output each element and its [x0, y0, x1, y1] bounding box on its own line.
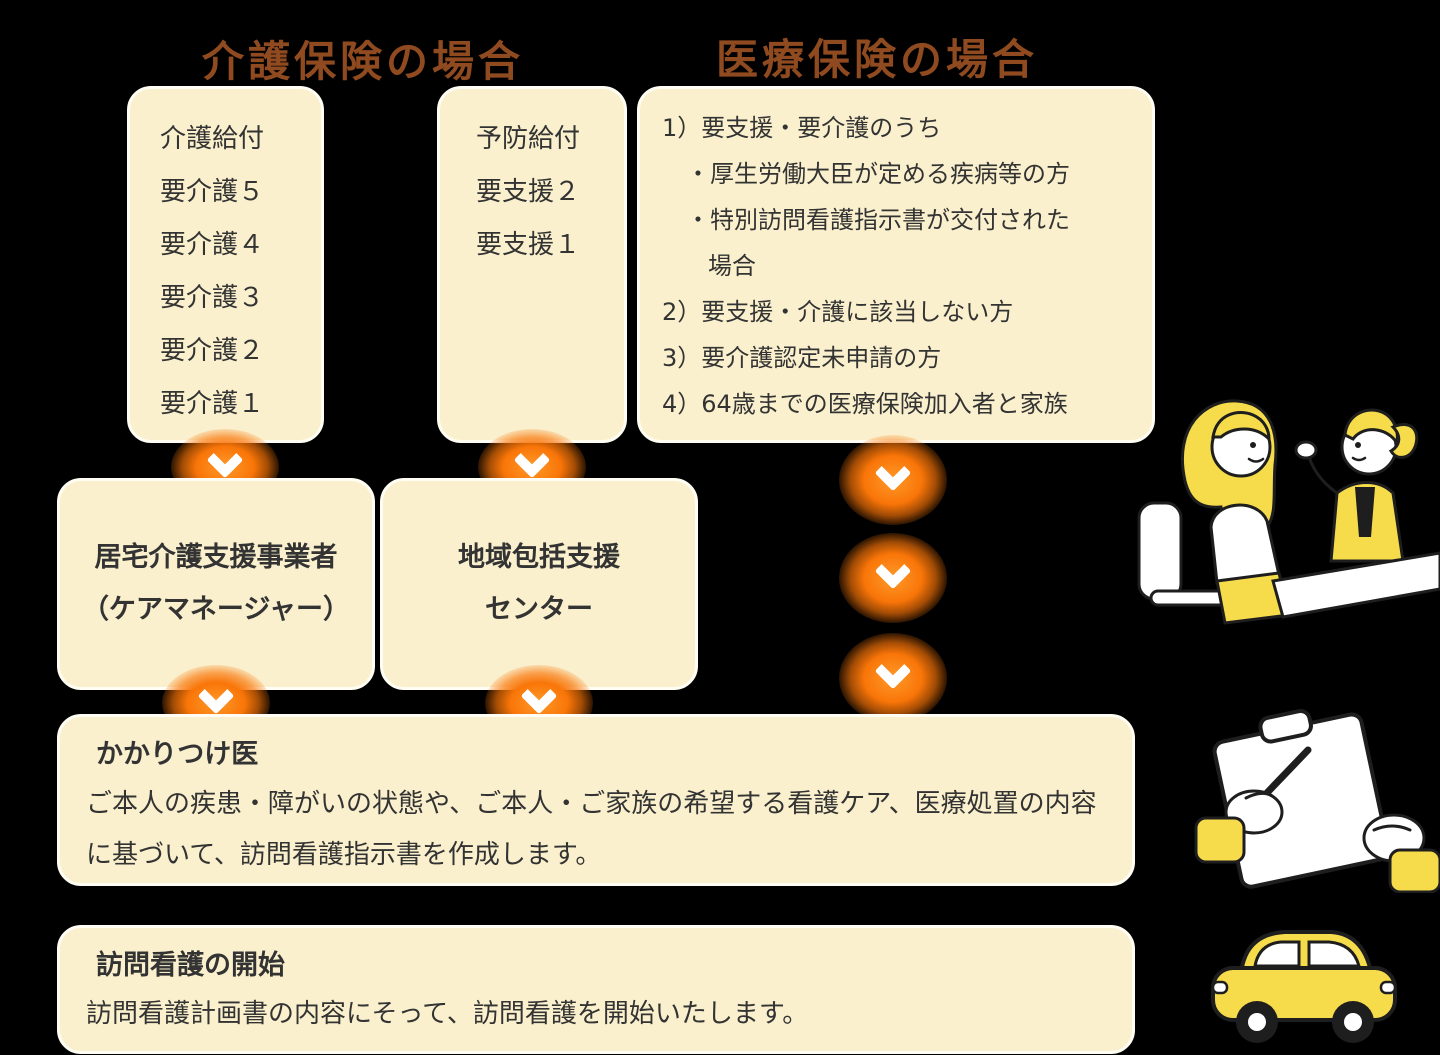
arrow-glow: [839, 633, 947, 723]
car-illustration: [1203, 912, 1405, 1055]
kaigo-benefit-box: 介護給付 要介護５ 要介護４ 要介護３ 要介護２ 要介護１: [127, 86, 324, 443]
nursing-start-title: 訪問看護の開始: [96, 950, 285, 981]
consultation-illustration: [1125, 385, 1440, 635]
arrow-down-icon: [839, 533, 947, 623]
medical-condition-line: 3）要介護認定未申請の方: [662, 344, 942, 372]
community-support-center-box: 地域包括支援 センター: [380, 478, 698, 690]
nursing-start-body: 訪問看護計画書の内容にそって、訪問看護を開始いたします。: [86, 999, 809, 1029]
prevention-benefit-line: 予防給付: [476, 124, 581, 154]
medical-condition-line: ・厚生労働大臣が定める疾病等の方: [686, 160, 1070, 188]
kaigo-benefit-line: 要介護２: [160, 336, 265, 366]
home-care-support-office-line: 居宅介護支援事業者: [94, 542, 338, 573]
family-doctor-title: かかりつけ医: [96, 739, 259, 770]
kaigo-benefit-line: 要介護５: [160, 177, 265, 207]
iryo-insurance-heading: 医療保険の場合: [716, 35, 1039, 84]
kaigo-insurance-heading: 介護保険の場合: [202, 37, 525, 86]
prevention-benefit-line: 要支援２: [476, 177, 581, 207]
kaigo-benefit-line: 要介護１: [160, 389, 265, 419]
arrow-glow: [839, 533, 947, 623]
family-doctor-body: ご本人の疾患・障がいの状態や、ご本人・ご家族の希望する看護ケア、医療処置の内容に…: [86, 789, 1097, 870]
home-care-support-office-box: 居宅介護支援事業者 （ケアマネージャー）: [57, 478, 375, 690]
kaigo-benefit-line: 要介護４: [160, 230, 265, 260]
medical-insurance-conditions-box: 1）要支援・要介護のうち ・厚生労働大臣が定める疾病等の方 ・特別訪問看護指示書…: [637, 86, 1155, 443]
family-doctor-box: かかりつけ医 ご本人の疾患・障がいの状態や、ご本人・ご家族の希望する看護ケア、医…: [57, 714, 1135, 886]
kaigo-benefit-line: 介護給付: [160, 124, 265, 154]
community-support-center-line: 地域包括支援: [458, 542, 620, 573]
home-care-support-office-line: （ケアマネージャー）: [81, 594, 351, 625]
arrow-glow: [839, 435, 947, 525]
prevention-benefit-line: 要支援１: [476, 230, 581, 260]
medical-condition-line: 場合: [708, 252, 756, 280]
kaigo-benefit-line: 要介護３: [160, 283, 265, 313]
medical-condition-line: ・特別訪問看護指示書が交付された: [686, 206, 1070, 234]
medical-condition-line: 4）64歳までの医療保険加入者と家族: [662, 390, 1068, 418]
community-support-center-line: センター: [485, 594, 593, 625]
nursing-start-box: 訪問看護の開始 訪問看護計画書の内容にそって、訪問看護を開始いたします。: [57, 925, 1135, 1054]
arrow-down-icon: [839, 435, 947, 525]
clipboard-writing-illustration: [1168, 698, 1440, 893]
prevention-benefit-box: 予防給付 要支援２ 要支援１: [437, 86, 627, 443]
medical-condition-line: 2）要支援・介護に該当しない方: [662, 298, 1014, 326]
medical-condition-line: 1）要支援・要介護のうち: [662, 114, 942, 142]
arrow-down-icon: [839, 633, 947, 723]
